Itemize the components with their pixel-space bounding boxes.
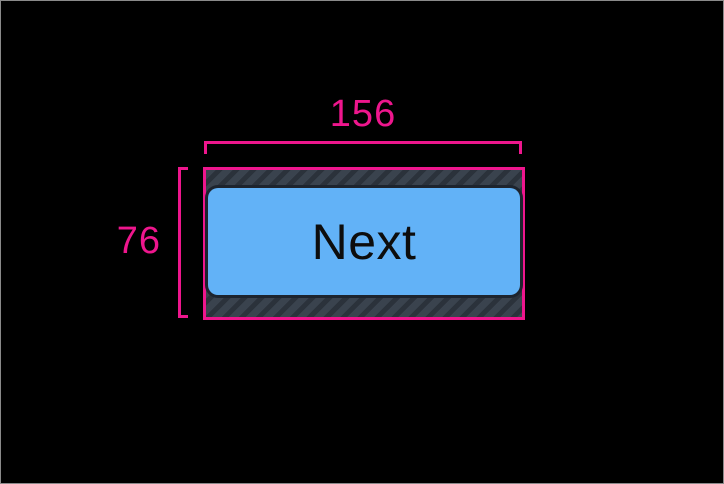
next-button[interactable]: Next (208, 188, 520, 295)
width-measurement-bracket (204, 141, 522, 154)
widget-bounds-box: Next (203, 167, 525, 320)
width-dimension-label: 156 (329, 93, 397, 135)
height-dimension-label: 76 (116, 220, 161, 262)
height-measurement-bracket (178, 167, 188, 318)
